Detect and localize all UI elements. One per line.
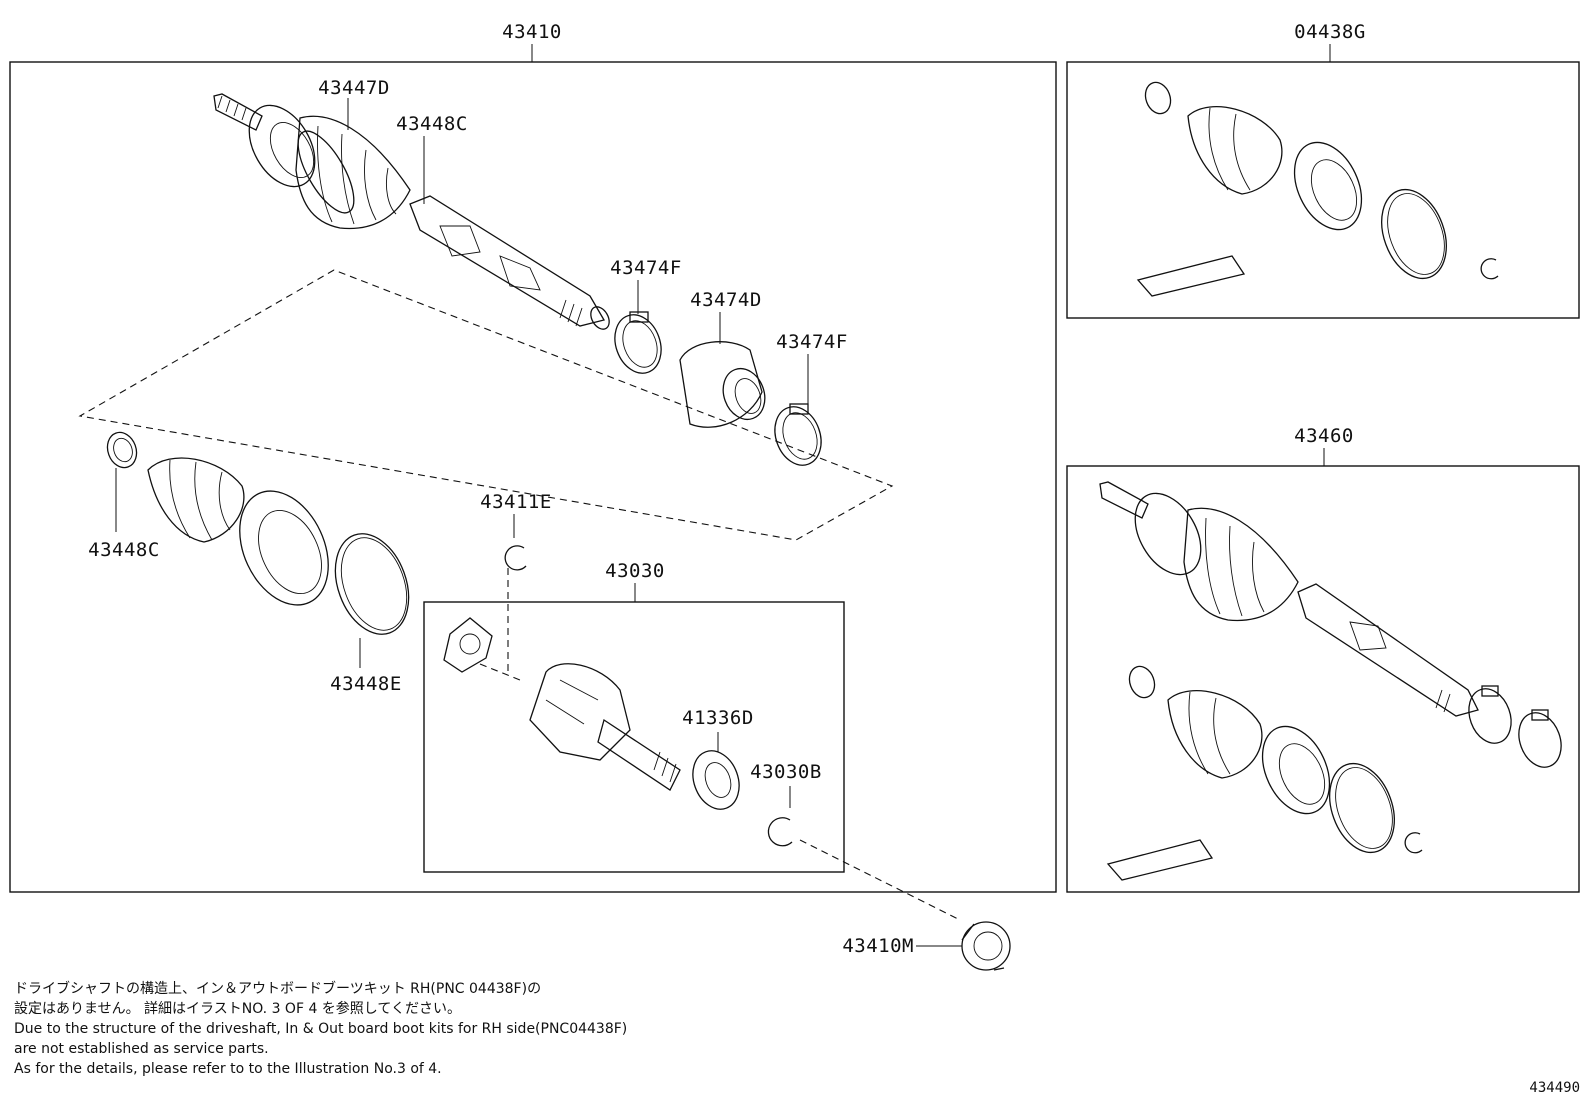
label-43460: 43460 <box>1294 425 1354 447</box>
label-43410: 43410 <box>502 21 562 43</box>
label-43447D: 43447D <box>318 77 390 99</box>
figure-number: 434490 <box>1529 1080 1580 1096</box>
clamp-43474F-b <box>774 403 822 466</box>
box-43460 <box>1066 465 1580 893</box>
clamp-43448E <box>334 533 410 635</box>
footnote-line-ja-2: 設定はありません。 詳細はイラストNO. 3 OF 4 を参照してください。 <box>14 1001 461 1017</box>
clamp-43474F-a <box>614 311 662 374</box>
box-04438G <box>1066 61 1580 319</box>
label-41336D: 41336D <box>682 707 754 729</box>
kit-joint-ring-left <box>239 490 329 606</box>
label-43030B: 43030B <box>750 761 822 783</box>
label-43448E: 43448E <box>330 673 402 695</box>
footnote-line-en-3: As for the details, please refer to to t… <box>14 1061 442 1077</box>
label-43448C-lower: 43448C <box>88 539 160 561</box>
label-43474F-a: 43474F <box>610 257 682 279</box>
driveshaft-43460-illustration <box>1099 481 1562 881</box>
seal-41336D <box>692 750 740 810</box>
kit-outline-dashed <box>78 269 894 541</box>
label-43474D: 43474D <box>690 289 762 311</box>
snap-ring-43411E <box>504 545 527 571</box>
boot-kit-04438G-illustration <box>1136 81 1499 297</box>
footnote-block: ドライブシャフトの構造上、イン＆アウトボードブーツキット RH(PNC 0443… <box>14 979 627 1079</box>
footnote-line-ja-1: ドライブシャフトの構造上、イン＆アウトボードブーツキット RH(PNC 0443… <box>14 981 542 997</box>
box-43030 <box>423 601 845 873</box>
footnote-line-en-1: Due to the structure of the driveshaft, … <box>14 1021 628 1037</box>
footnote-line-en-2: are not established as service parts. <box>14 1041 269 1057</box>
snap-ring-43030B <box>767 817 793 847</box>
label-43411E: 43411E <box>480 491 552 513</box>
driveshaft-43410-illustration <box>213 93 610 330</box>
label-43410M: 43410M <box>842 935 914 957</box>
label-43448C-upper: 43448C <box>396 113 468 135</box>
label-43474F-b: 43474F <box>776 331 848 353</box>
box-43410 <box>9 61 1057 893</box>
clamp-43448C-lower <box>106 431 138 469</box>
label-04438G: 04438G <box>1294 21 1366 43</box>
damper-43474D <box>679 341 766 428</box>
label-43030: 43030 <box>605 560 665 582</box>
inboard-joint-43030-illustration <box>443 617 681 791</box>
kit-boot-left <box>147 457 245 543</box>
bearing-43410M <box>961 921 1011 971</box>
